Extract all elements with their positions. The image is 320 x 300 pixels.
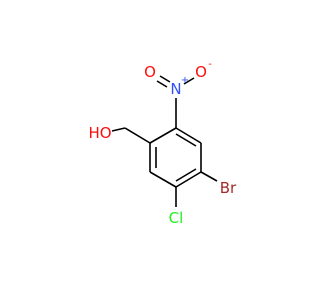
- bond-ring-to-br: [200, 171, 218, 182]
- nitro-nitrogen-label: N: [170, 80, 181, 98]
- nitro-oxygen-charge: -: [208, 59, 212, 70]
- ring-bond-c1-c2: [149, 127, 177, 144]
- bromine-label: Br: [220, 179, 237, 197]
- ring-bond-c2-c3-inner: [175, 133, 197, 147]
- molecule-structure: HO N + O O - Br Cl: [88, 59, 237, 227]
- chlorine-label: Cl: [169, 209, 184, 227]
- nitro-oxygen-single-label: O: [195, 63, 207, 81]
- benzene-ring: [149, 127, 202, 188]
- bond-nitro-n-o-double-b: [156, 80, 168, 88]
- nitro-oxygen-double-label: O: [144, 63, 156, 81]
- bond-ring-to-ch2: [124, 127, 151, 144]
- ring-bond-c4-c5: [175, 171, 202, 188]
- hydroxyl-label: HO: [88, 124, 111, 142]
- bond-nitro-n-o-double-a: [159, 75, 171, 83]
- ring-bond-c4-c5-inner: [175, 168, 197, 182]
- bond-nitro-n-o-single: [183, 77, 195, 85]
- ring-bond-c2-c3: [175, 127, 202, 144]
- nitro-nitrogen-charge: +: [181, 75, 189, 86]
- bond-ch2-to-oh: [111, 127, 126, 132]
- structure-canvas: HO N + O O - Br Cl: [88, 59, 238, 227]
- ring-bond-c5-c6: [149, 171, 177, 188]
